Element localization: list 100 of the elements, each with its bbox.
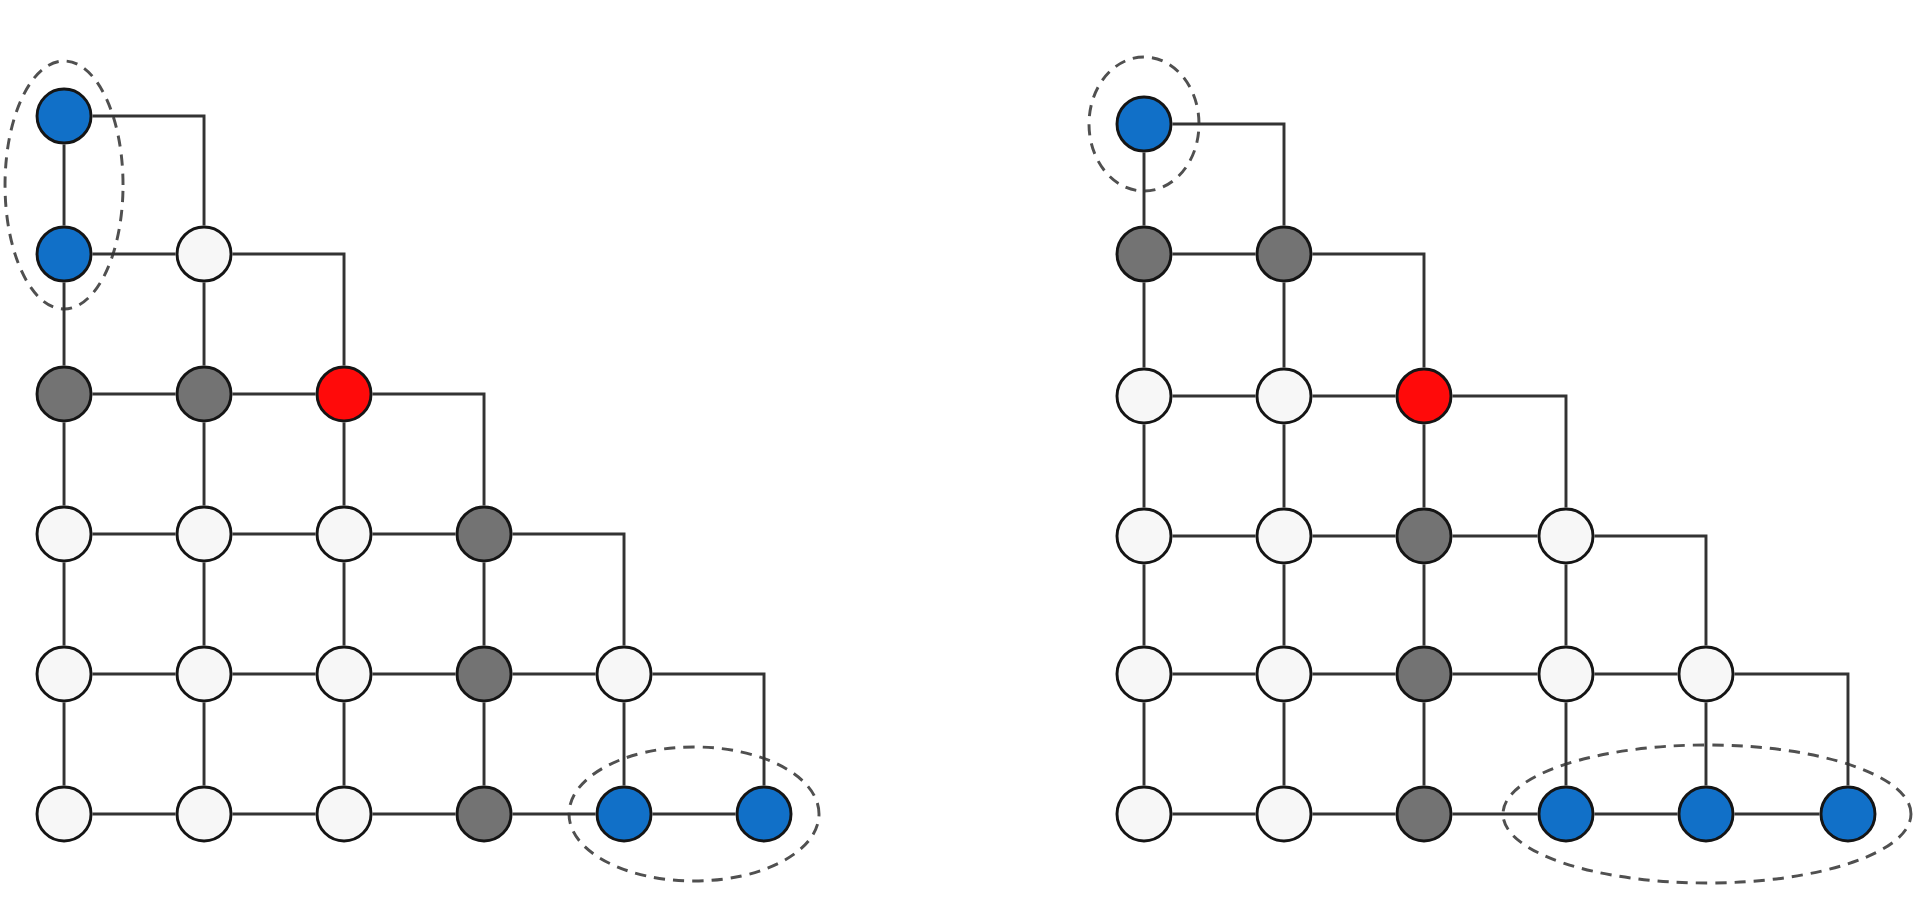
connector-line <box>202 282 206 366</box>
circle-node <box>1115 785 1173 843</box>
circle-node <box>1537 645 1595 703</box>
circle-node <box>35 785 93 843</box>
circle-node <box>1677 785 1735 843</box>
connector-line <box>342 562 346 646</box>
circle-node <box>1255 645 1313 703</box>
circle-node <box>35 225 93 283</box>
circle-node <box>1395 367 1453 425</box>
connector-line <box>1172 672 1256 676</box>
dashed-ellipse <box>1087 55 1201 193</box>
connector-line <box>1172 812 1256 816</box>
connector-line <box>372 392 486 506</box>
connector-line <box>1282 702 1286 786</box>
circle-node <box>35 87 93 145</box>
circle-node <box>1537 785 1595 843</box>
circle-node <box>315 365 373 423</box>
circle-node <box>315 785 373 843</box>
connector-line <box>372 532 456 536</box>
circle-node <box>1395 507 1453 565</box>
connector-line <box>652 672 766 786</box>
circle-node <box>595 785 653 843</box>
connector-line <box>92 114 206 226</box>
circle-node <box>315 645 373 703</box>
connector-line <box>1282 424 1286 508</box>
connector-line <box>342 702 346 786</box>
circle-node <box>1255 367 1313 425</box>
connector-line <box>1422 564 1426 646</box>
connector-line <box>1422 424 1426 508</box>
connector-line <box>62 144 66 226</box>
connector-line <box>512 532 626 646</box>
connector-line <box>62 422 66 506</box>
connector-line <box>232 252 346 366</box>
connector-line <box>1282 282 1286 368</box>
connector-line <box>202 422 206 506</box>
circle-node <box>1395 785 1453 843</box>
circle-node <box>175 645 233 703</box>
dashed-ellipse <box>1501 743 1913 885</box>
connector-line <box>1312 534 1396 538</box>
connector-line <box>1142 564 1146 646</box>
connector-line <box>1142 152 1146 226</box>
connector-line <box>372 672 456 676</box>
circle-node <box>35 365 93 423</box>
connector-line <box>1594 534 1708 646</box>
connector-line <box>62 702 66 786</box>
connector-line <box>1172 394 1256 398</box>
circle-node <box>1255 225 1313 283</box>
circle-node <box>35 505 93 563</box>
connector-line <box>1564 564 1568 646</box>
connector-line <box>202 702 206 786</box>
connector-line <box>1312 812 1396 816</box>
circle-node <box>455 785 513 843</box>
circle-node <box>315 505 373 563</box>
circle-node <box>1115 367 1173 425</box>
connector-line <box>62 282 66 366</box>
dashed-ellipse <box>567 745 821 883</box>
connector-line <box>482 562 486 646</box>
connector-line <box>1704 702 1708 786</box>
connector-line <box>1422 702 1426 786</box>
connector-line <box>202 562 206 646</box>
connector-line <box>1452 812 1538 816</box>
connector-line <box>1452 394 1568 508</box>
circle-node <box>175 225 233 283</box>
connector-line <box>92 812 176 816</box>
connector-line <box>1172 122 1286 226</box>
connector-line <box>232 392 316 396</box>
connector-line <box>1312 394 1396 398</box>
circle-node <box>455 505 513 563</box>
circle-node <box>1115 225 1173 283</box>
circle-node <box>175 785 233 843</box>
connector-line <box>1594 672 1678 676</box>
connector-line <box>372 812 456 816</box>
connector-line <box>92 252 176 256</box>
connector-line <box>1172 534 1256 538</box>
connector-line <box>622 702 626 786</box>
connector-line <box>62 562 66 646</box>
connector-line <box>482 702 486 786</box>
circle-node <box>1819 785 1877 843</box>
connector-line <box>1282 564 1286 646</box>
connector-line <box>1734 812 1820 816</box>
connector-line <box>92 532 176 536</box>
circle-node <box>1255 785 1313 843</box>
circle-node <box>1537 507 1595 565</box>
connector-line <box>92 672 176 676</box>
connector-line <box>1142 282 1146 368</box>
circle-node <box>1115 95 1173 153</box>
connector-line <box>1452 672 1538 676</box>
circle-node <box>595 645 653 703</box>
connector-line <box>512 672 596 676</box>
connector-line <box>1564 702 1568 786</box>
connector-line <box>232 672 316 676</box>
circle-node <box>735 785 793 843</box>
circle-node <box>1115 507 1173 565</box>
dashed-ellipse <box>3 59 125 311</box>
connector-line <box>1142 702 1146 786</box>
connector-line <box>1142 424 1146 508</box>
connector-line <box>652 812 736 816</box>
circle-node <box>1395 645 1453 703</box>
connector-line <box>232 812 316 816</box>
circle-node <box>1677 645 1735 703</box>
